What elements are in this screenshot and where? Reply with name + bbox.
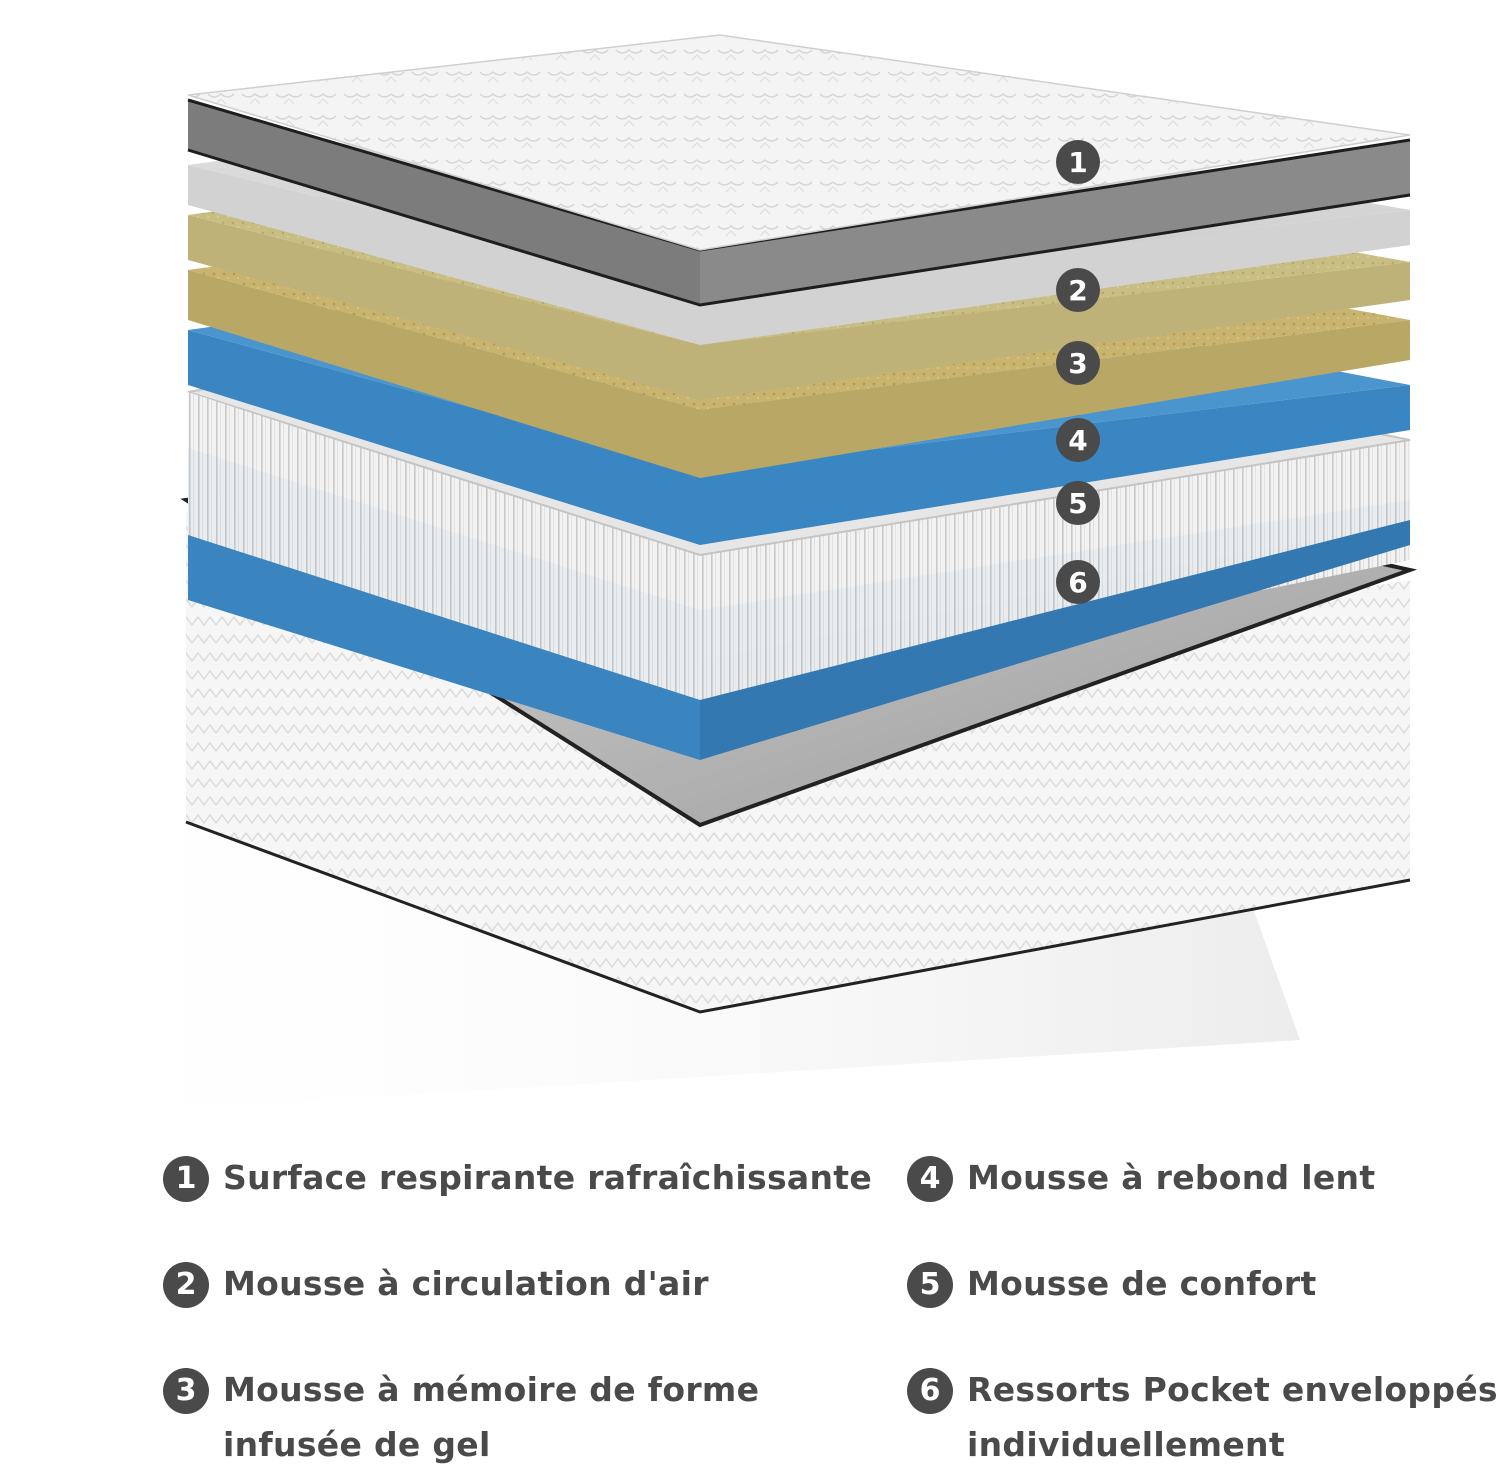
legend-number-badge: 1 [163, 1156, 209, 1202]
layer-springs-front [188, 392, 1410, 700]
legend-number-badge: 2 [163, 1262, 209, 1308]
layer-marker-circle [1056, 560, 1100, 604]
legend-item-6: 6 Ressorts Pocket enveloppés individuell… [907, 1362, 1498, 1472]
legend-label: Surface respirante rafraîchissante [223, 1158, 873, 1197]
legend-number-badge: 3 [163, 1368, 209, 1414]
layer-cover [187, 34, 1411, 307]
layer-markers: 1 2 3 4 5 6 [1056, 140, 1100, 604]
layer-marker-number: 6 [1068, 566, 1087, 599]
layer-marker-number: 1 [1068, 146, 1087, 179]
layer-marker-circle [1056, 268, 1100, 312]
legend-item-1: 1 Surface respirante rafraîchissante [163, 1150, 872, 1205]
layer-marker-circle [1056, 481, 1100, 525]
legend-label: Mousse de confort [967, 1264, 1317, 1303]
legend-item-3: 3 Mousse à mémoire de forme infusée de g… [163, 1362, 759, 1472]
legend-label: Mousse à mémoire de forme infusée de gel [223, 1370, 760, 1464]
legend-number-badge: 6 [907, 1368, 953, 1414]
legend-label: Mousse à rebond lent [967, 1158, 1376, 1197]
layer-marker-number: 4 [1068, 424, 1087, 457]
layer-marker-number: 3 [1068, 347, 1087, 380]
layer-marker-circle [1056, 140, 1100, 184]
legend-label: Ressorts Pocket enveloppés individuellem… [967, 1370, 1498, 1464]
layer-marker-circle [1056, 341, 1100, 385]
legend-item-5: 5 Mousse de confort [907, 1256, 1317, 1311]
layer-marker-circle [1056, 418, 1100, 462]
legend-number-badge: 5 [907, 1262, 953, 1308]
legend-label: Mousse à circulation d'air [223, 1264, 709, 1303]
legend-item-2: 2 Mousse à circulation d'air [163, 1256, 709, 1311]
layer-marker-number: 5 [1068, 487, 1087, 520]
legend-number-badge: 4 [907, 1156, 953, 1202]
legend-item-4: 4 Mousse à rebond lent [907, 1150, 1375, 1205]
layer-marker-number: 2 [1068, 274, 1087, 307]
